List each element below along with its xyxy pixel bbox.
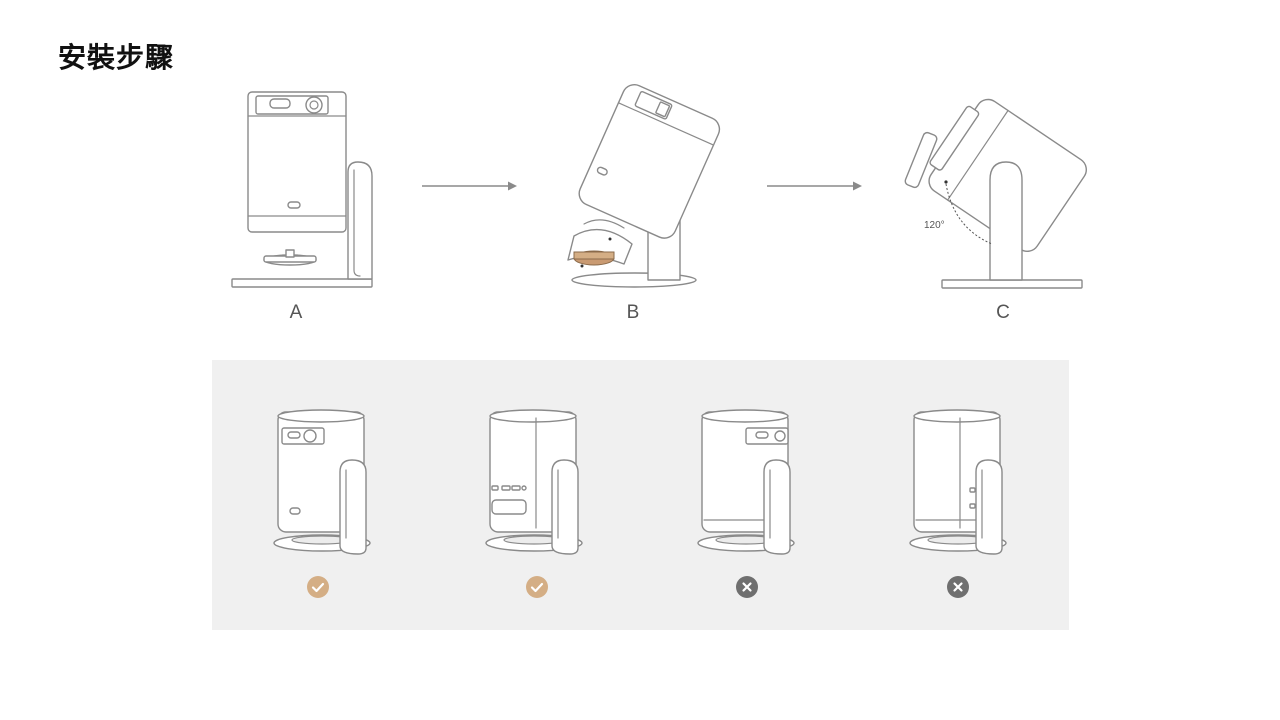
variant-4-x-icon bbox=[947, 576, 969, 598]
angle-label: 120° bbox=[924, 220, 945, 231]
arrow-a-to-b-icon bbox=[422, 181, 517, 191]
variant-1-check-icon bbox=[307, 576, 329, 598]
variant-back-with-lens bbox=[697, 409, 795, 555]
variant-2-check-icon bbox=[526, 576, 548, 598]
step-a-label: A bbox=[289, 302, 303, 323]
arrow-b-to-c-icon bbox=[767, 181, 862, 191]
variant-side-with-ports bbox=[485, 409, 583, 555]
step-c-label: C bbox=[996, 302, 1010, 323]
variant-side-plain bbox=[909, 409, 1007, 555]
step-c-illustration: 120° bbox=[904, 98, 1087, 289]
variant-front-with-lens bbox=[273, 409, 371, 555]
page-title: 安裝步驟 bbox=[58, 41, 175, 74]
variant-3-x-icon bbox=[736, 576, 758, 598]
step-b-illustration bbox=[567, 84, 721, 288]
step-a-illustration bbox=[231, 91, 373, 288]
step-b-label: B bbox=[626, 302, 640, 323]
